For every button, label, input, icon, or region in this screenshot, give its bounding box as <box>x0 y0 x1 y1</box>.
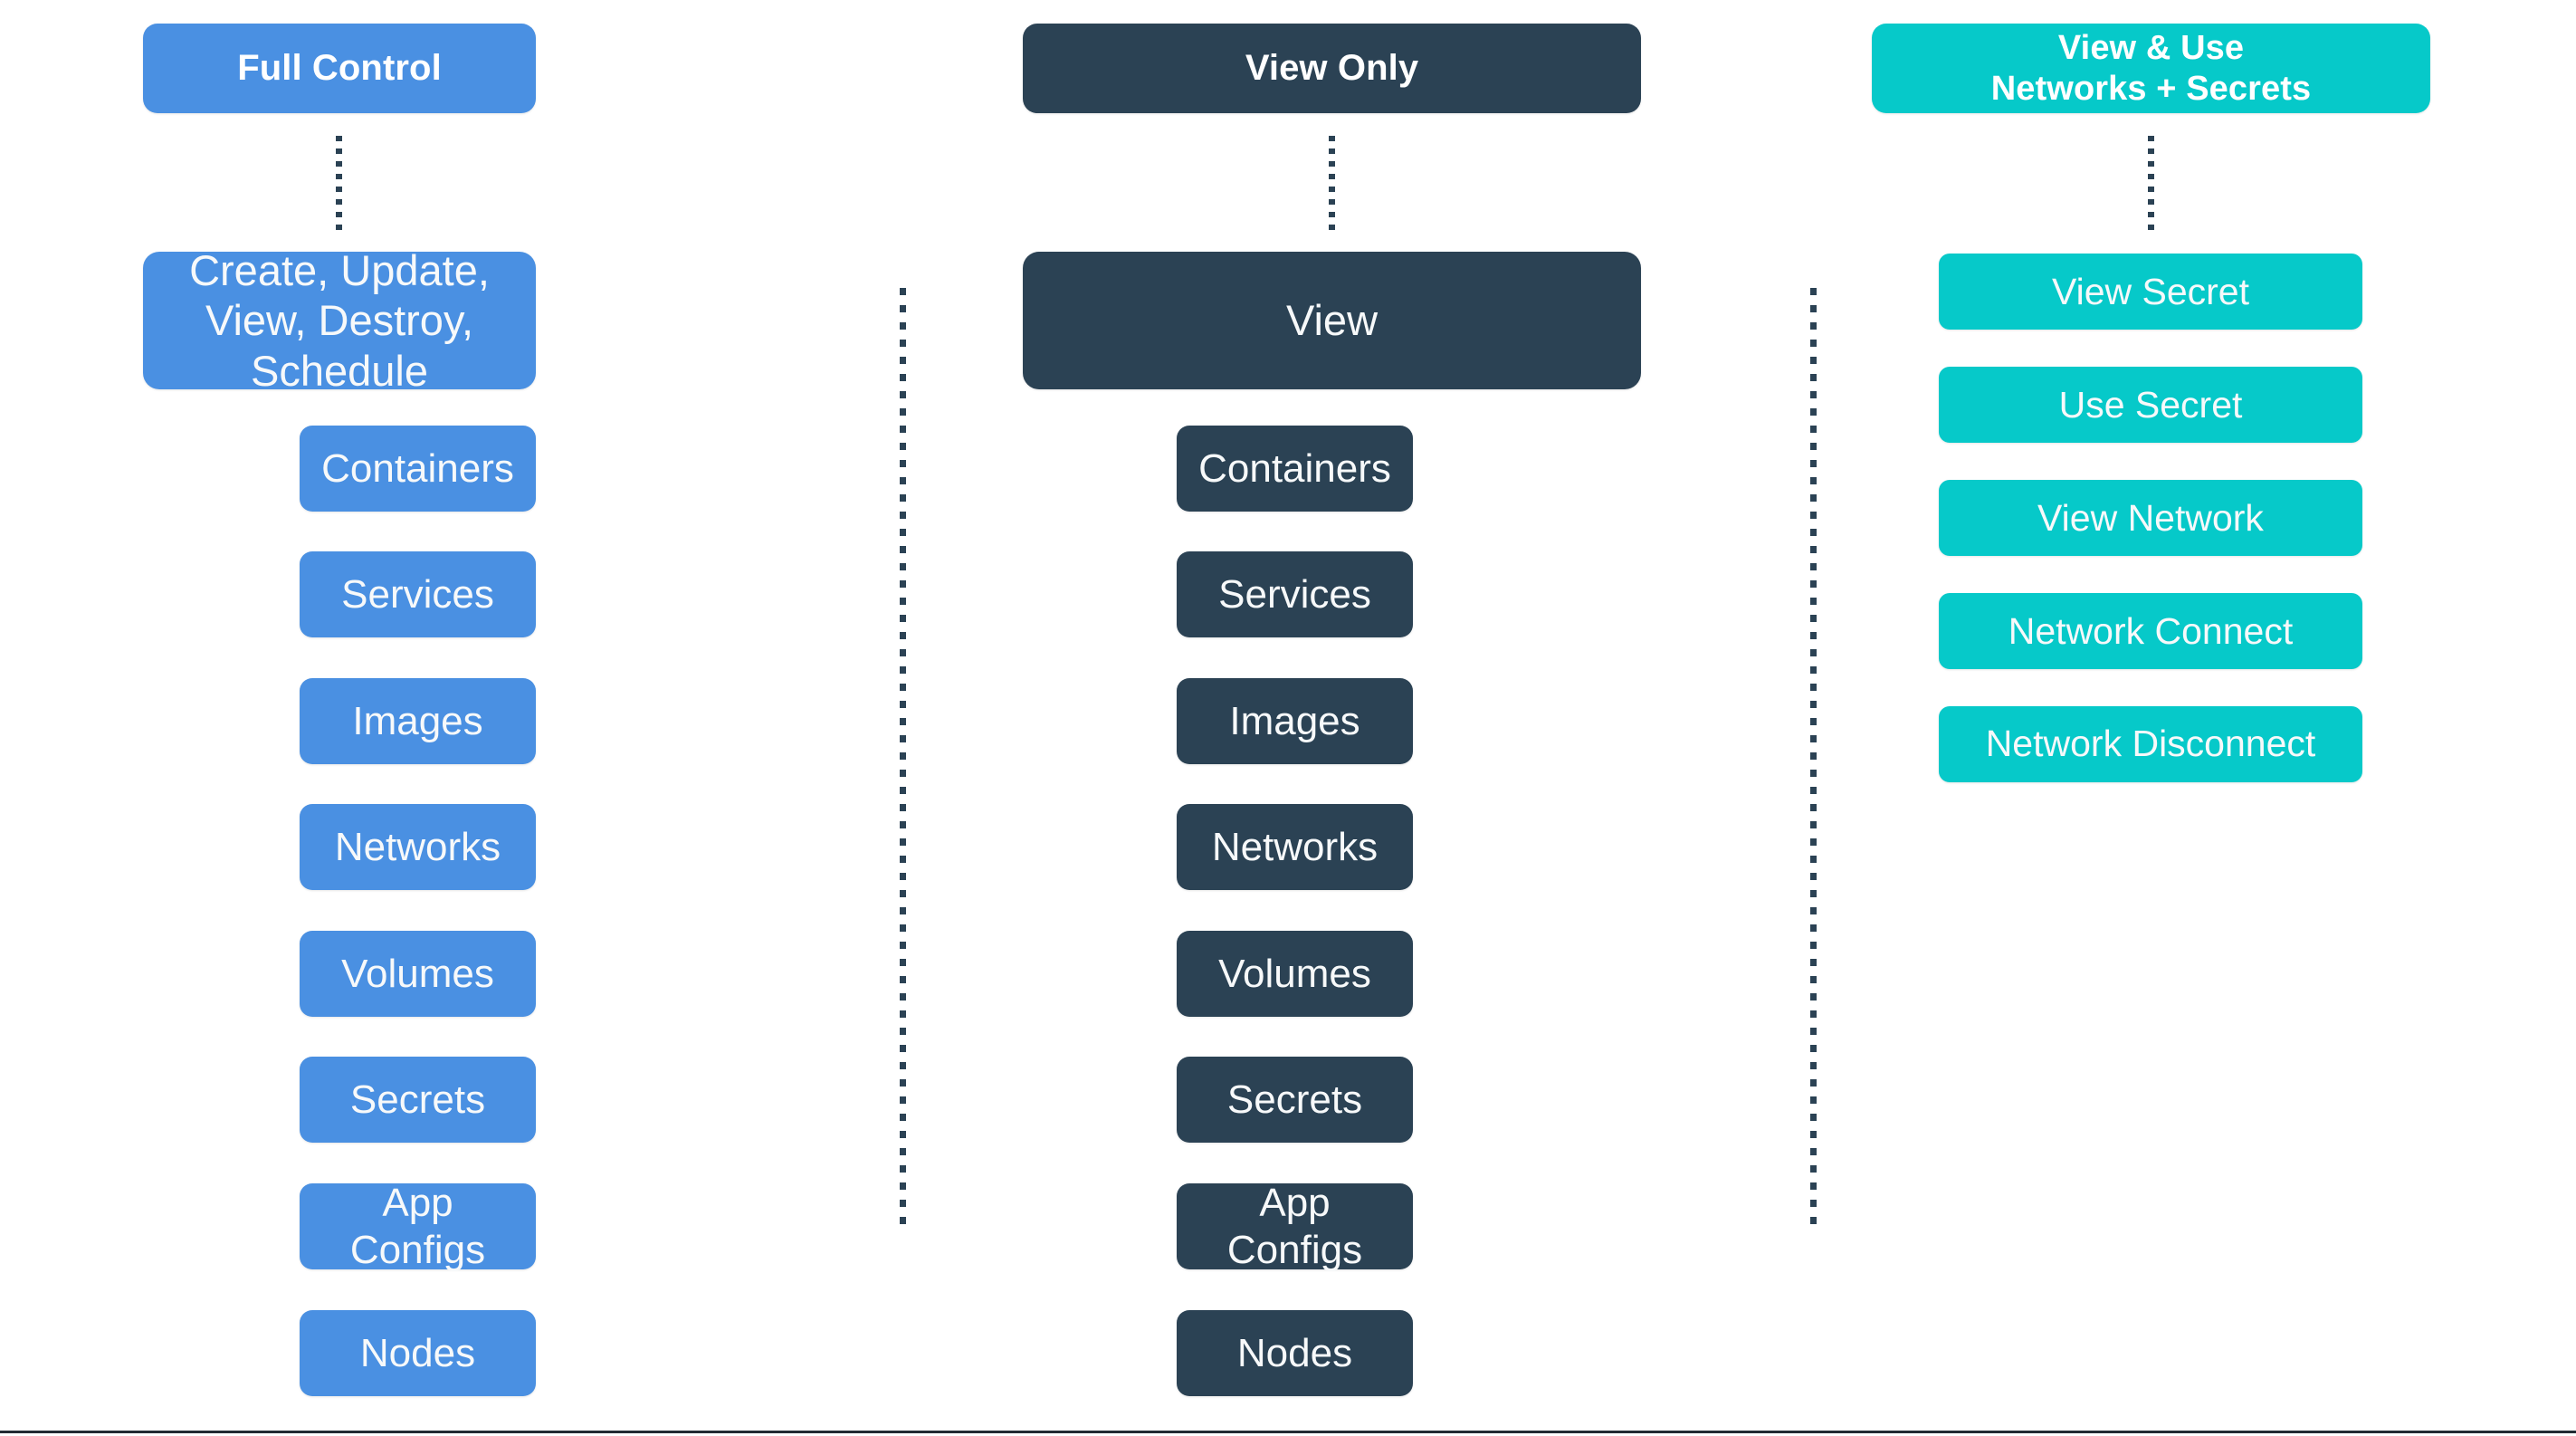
resource-app-configs-view-only[interactable]: App Configs <box>1177 1181 1413 1272</box>
resource-networks-full-control[interactable]: Networks <box>300 804 536 890</box>
resource-volumes-full-control[interactable]: Volumes <box>300 931 536 1017</box>
resource-services-view-only[interactable]: Services <box>1177 551 1413 637</box>
action-box-full-control[interactable]: Create, Update, View, Destroy, Schedule <box>143 246 536 395</box>
resource-images-view-only[interactable]: Images <box>1177 678 1413 764</box>
bottom-divider-rule <box>0 1431 2576 1433</box>
column-header-full-control[interactable]: Full Control <box>143 24 536 113</box>
permission-view-secret[interactable]: View Secret <box>1939 254 2362 330</box>
resource-images-full-control[interactable]: Images <box>300 678 536 764</box>
resource-secrets-view-only[interactable]: Secrets <box>1177 1057 1413 1143</box>
resource-networks-view-only[interactable]: Networks <box>1177 804 1413 890</box>
resource-app-configs-full-control[interactable]: App Configs <box>300 1181 536 1272</box>
column-header-view-and-use[interactable]: View & Use Networks + Secrets <box>1872 24 2430 113</box>
connector-dots-full-control <box>336 136 342 234</box>
permission-network-disconnect[interactable]: Network Disconnect <box>1939 706 2362 782</box>
permission-network-connect[interactable]: Network Connect <box>1939 593 2362 669</box>
permission-view-network[interactable]: View Network <box>1939 480 2362 556</box>
action-box-view-only[interactable]: View <box>1023 252 1641 389</box>
resource-nodes-full-control[interactable]: Nodes <box>300 1310 536 1396</box>
column-divider-1 <box>900 288 906 1226</box>
resource-volumes-view-only[interactable]: Volumes <box>1177 931 1413 1017</box>
resource-secrets-full-control[interactable]: Secrets <box>300 1057 536 1143</box>
connector-dots-view-only <box>1329 136 1335 234</box>
resource-containers-view-only[interactable]: Containers <box>1177 426 1413 512</box>
permission-use-secret[interactable]: Use Secret <box>1939 367 2362 443</box>
column-header-view-only[interactable]: View Only <box>1023 24 1641 113</box>
column-divider-2 <box>1810 288 1817 1226</box>
resource-nodes-view-only[interactable]: Nodes <box>1177 1310 1413 1396</box>
resource-services-full-control[interactable]: Services <box>300 551 536 637</box>
connector-dots-view-and-use <box>2148 136 2154 234</box>
resource-containers-full-control[interactable]: Containers <box>300 426 536 512</box>
